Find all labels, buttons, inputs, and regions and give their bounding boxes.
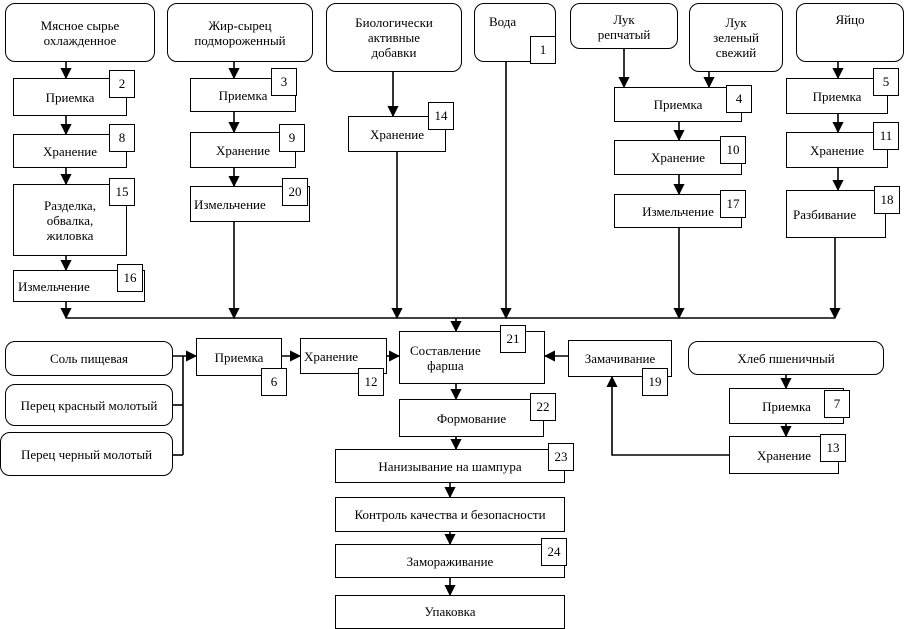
number-tag: 12 <box>358 368 384 396</box>
number-tag: 10 <box>720 136 746 164</box>
number-tag: 17 <box>720 190 746 218</box>
raw-salt: Соль пищевая <box>5 341 173 376</box>
step-freeze: Замораживание <box>335 544 565 578</box>
number-tag: 1 <box>530 36 556 64</box>
number-tag: 9 <box>279 124 305 152</box>
number-tag: 7 <box>824 390 850 418</box>
step-egg-break: Разбивание <box>786 190 886 238</box>
number-tag: 14 <box>428 102 454 130</box>
step-meat-cut: Разделка, обвалка, жиловка <box>13 184 127 256</box>
number-tag: 23 <box>548 443 574 471</box>
raw-bio-additives: Биологически активные добавки <box>326 3 462 72</box>
step-quality: Контроль качества и безопасности <box>335 497 565 532</box>
arrow-bread-to-soak <box>606 375 729 456</box>
number-tag: 5 <box>873 68 899 96</box>
number-tag: 15 <box>109 178 135 206</box>
number-tag: 21 <box>500 325 526 353</box>
number-tag: 19 <box>642 368 668 396</box>
step-meat-store: Хранение <box>13 134 127 168</box>
step-skewer: Нанизывание на шампура <box>335 449 565 483</box>
step-fat-store: Хранение <box>190 132 296 168</box>
number-tag: 16 <box>117 264 143 292</box>
step-onion-receive: Приемка <box>614 87 742 122</box>
number-tag: 22 <box>530 393 556 421</box>
raw-egg: Яйцо <box>796 3 904 62</box>
step-meat-receive: Приемка <box>13 78 127 116</box>
raw-pepper-black: Перец черный молотый <box>0 432 173 476</box>
raw-meat: Мясное сырье охлажденное <box>5 3 155 62</box>
step-pack: Упаковка <box>335 595 565 629</box>
raw-onion-bulb: Лук репчатый <box>570 3 678 49</box>
raw-onion-green: Лук зеленый свежий <box>689 3 783 72</box>
step-meat-grind: Измельчение <box>13 270 145 302</box>
step-egg-receive: Приемка <box>786 78 888 114</box>
step-mince: Составление фарша <box>399 331 545 384</box>
raw-pepper-red: Перец красный молотый <box>5 384 173 426</box>
number-tag: 2 <box>109 70 135 98</box>
number-tag: 3 <box>271 68 297 96</box>
raw-bread: Хлеб пшеничный <box>688 341 884 375</box>
number-tag: 13 <box>820 434 846 462</box>
number-tag: 4 <box>726 85 752 113</box>
number-tag: 18 <box>874 186 900 214</box>
step-forming: Формование <box>399 399 544 437</box>
raw-fat: Жир-сырец подмороженный <box>167 3 313 62</box>
number-tag: 24 <box>541 538 567 566</box>
number-tag: 6 <box>261 368 287 396</box>
number-tag: 8 <box>109 124 135 152</box>
number-tag: 20 <box>282 178 308 206</box>
number-tag: 11 <box>873 122 899 150</box>
step-egg-store: Хранение <box>786 132 888 168</box>
step-spice-receive: Приемка <box>196 338 282 376</box>
